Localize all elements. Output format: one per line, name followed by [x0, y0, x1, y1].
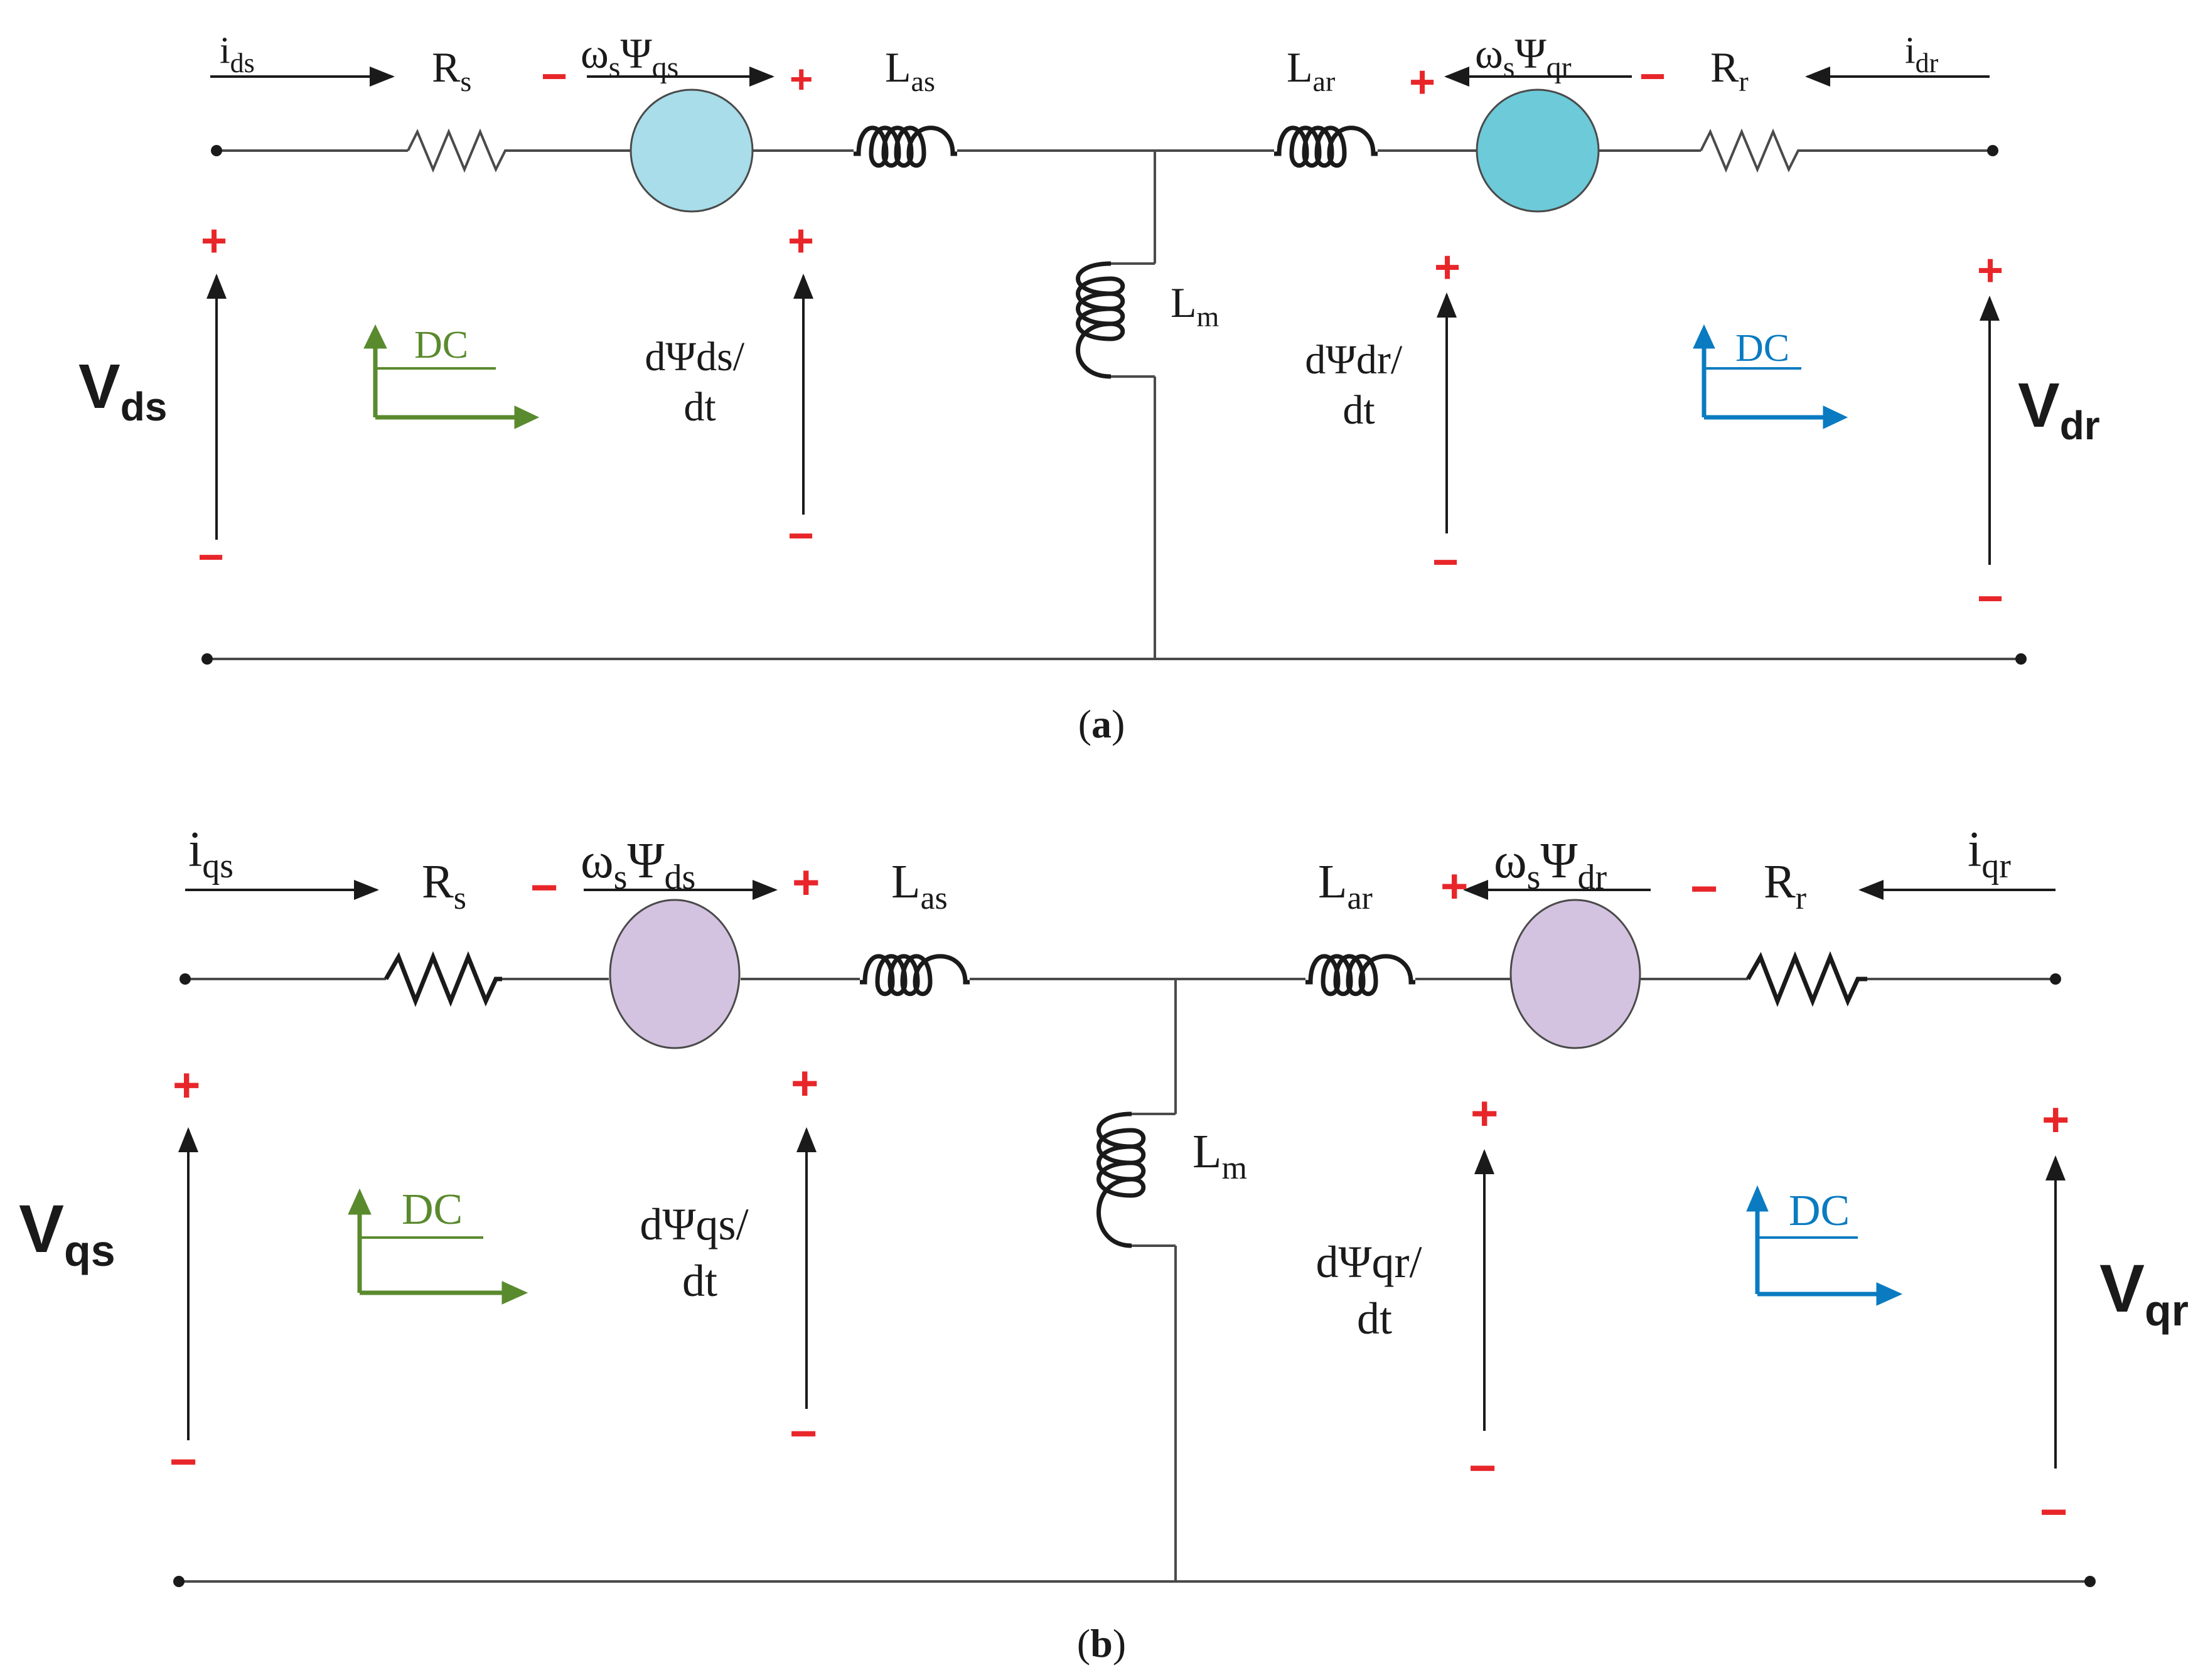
terminal-dot	[1987, 145, 1998, 156]
minus-sign: −	[2040, 1485, 2067, 1539]
stator-emf-source	[630, 88, 754, 213]
plus-sign: +	[1471, 1087, 1498, 1140]
label-lar: Lar	[1287, 43, 1335, 97]
plus-sign: +	[790, 56, 813, 102]
rotor-emf-source	[1476, 88, 1600, 213]
dc-axis-blue-icon	[1746, 1185, 1903, 1306]
plus-sign: +	[2042, 1093, 2069, 1147]
minus-sign: −	[1469, 1442, 1496, 1495]
label-lm: Lm	[1171, 279, 1219, 333]
stator-leakage-inductor	[854, 126, 957, 168]
label-iqs: iqs	[188, 822, 233, 885]
magnetizing-branch-wire	[1132, 979, 1177, 1581]
label-emf-rotor: ωsΨdr	[1494, 833, 1607, 897]
label-rr: Rr	[1710, 43, 1749, 97]
label-emf-stator: ωsΨds	[581, 833, 695, 897]
minus-sign: −	[198, 532, 224, 582]
caption-b: (b)	[1077, 1621, 1126, 1666]
label-dc-left: DC	[402, 1185, 463, 1234]
terminal-dot	[2050, 973, 2061, 985]
label-dc-left: DC	[414, 324, 468, 366]
label-flux-ds: dΨds/ dt	[645, 334, 754, 430]
label-lar: Lar	[1318, 855, 1373, 916]
dc-axis-green-icon	[348, 1188, 528, 1305]
plus-sign: +	[792, 856, 820, 909]
terminal-dot	[180, 973, 191, 985]
label-ids: ids	[220, 29, 255, 78]
label-flux-qr: dΨqr/ dt	[1316, 1237, 1433, 1344]
minus-sign: −	[530, 861, 558, 914]
plus-sign: +	[1409, 57, 1435, 107]
label-flux-dr: dΨdr/ dt	[1305, 337, 1413, 433]
plus-sign: +	[791, 1057, 818, 1110]
label-flux-qs: dΨqs/ dt	[640, 1199, 759, 1306]
magnetizing-inductor	[1076, 261, 1125, 379]
stator-resistor	[407, 128, 515, 173]
label-rr: Rr	[1764, 855, 1806, 916]
label-vds: Vds	[78, 351, 167, 429]
minus-sign: −	[790, 1407, 817, 1460]
label-dc-right: DC	[1735, 327, 1789, 370]
plus-sign: +	[788, 216, 814, 266]
plus-sign: +	[1977, 245, 2003, 296]
terminal-dot	[2084, 1576, 2096, 1587]
rotor-leakage-inductor	[1305, 954, 1415, 997]
dc-axis-blue-icon	[1693, 324, 1848, 429]
terminal-dot	[201, 653, 213, 665]
label-vqs: Vqs	[19, 1190, 115, 1275]
label-dc-right: DC	[1789, 1187, 1850, 1235]
label-rs: Rs	[422, 855, 466, 916]
terminal-dot	[2015, 653, 2027, 665]
label-emf-stator: ωsΨqs	[581, 29, 678, 84]
label-vdr: Vdr	[2018, 370, 2100, 448]
label-rs: Rs	[432, 43, 471, 97]
terminal-dot	[173, 1576, 185, 1587]
minus-sign: −	[788, 511, 814, 561]
plus-sign: +	[1434, 242, 1461, 292]
minus-sign: −	[1432, 537, 1459, 587]
plus-sign: +	[201, 216, 227, 266]
magnetizing-branch-wire	[1111, 151, 1156, 659]
panel-b-q-axis-circuit: iqs Rs ωsΨds Las Lar ωsΨdr Rr iqr Lm Vqs	[19, 822, 2189, 1666]
stator-emf-source	[609, 899, 741, 1049]
label-idr: idr	[1905, 29, 1939, 78]
stator-leakage-inductor	[860, 954, 970, 997]
caption-a: (a)	[1078, 702, 1125, 746]
minus-sign: −	[1639, 51, 1666, 102]
minus-sign: −	[541, 51, 567, 102]
rotor-resistor	[1745, 951, 1867, 1007]
plus-sign: +	[173, 1059, 200, 1112]
terminal-dot	[211, 145, 222, 156]
label-las: Las	[885, 43, 935, 97]
panel-a-d-axis-circuit: ids Rs ωsΨqs Las Lar ωsΨqr Rr idr Lm Vds	[78, 29, 2100, 746]
magnetizing-inductor	[1096, 1111, 1146, 1248]
stator-resistor	[383, 951, 502, 1007]
label-vqr: Vqr	[2099, 1250, 2189, 1335]
label-iqr: iqr	[1968, 822, 2011, 885]
dc-axis-green-icon	[363, 324, 540, 429]
rotor-resistor	[1700, 128, 1811, 173]
label-lm: Lm	[1193, 1125, 1247, 1186]
label-las: Las	[891, 855, 948, 916]
rotor-emf-source	[1509, 899, 1641, 1049]
plus-sign: +	[1440, 860, 1468, 913]
minus-sign: −	[169, 1435, 197, 1489]
minus-sign: −	[1977, 574, 2003, 624]
label-emf-rotor: ωsΨqr	[1475, 29, 1572, 84]
minus-sign: −	[1690, 862, 1718, 916]
rotor-leakage-inductor	[1274, 126, 1378, 168]
